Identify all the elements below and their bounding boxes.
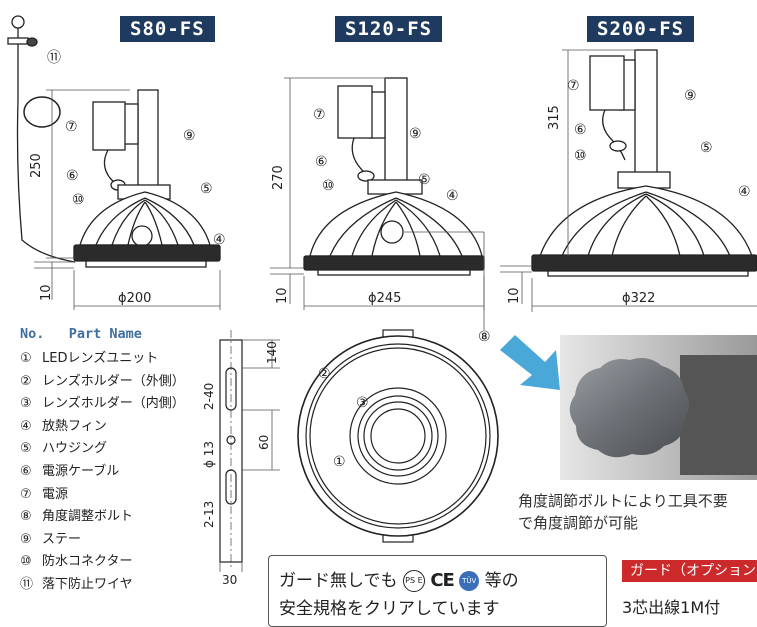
lamp-s200 <box>531 49 757 277</box>
tuv-mark-icon: TÜV <box>459 571 480 591</box>
model-badge-s200: S200-FS <box>587 16 695 42</box>
certification-post: 等の <box>484 571 519 591</box>
bracket-dim-width: 30 <box>222 573 237 587</box>
pse-mark-icon: PS E <box>402 570 425 592</box>
lamp-s80 <box>7 15 221 268</box>
callout-s200-4: ④ <box>738 184 751 200</box>
lamp-s120 <box>303 77 485 276</box>
callout-s80-9: ⑨ <box>183 128 196 144</box>
callout-top-2: ② <box>318 366 331 382</box>
callout-s200-10: ⑩ <box>574 148 587 164</box>
dims-s200 <box>500 49 757 312</box>
callout-s200-7: ⑦ <box>567 78 580 94</box>
callout-s120-7: ⑦ <box>313 107 326 123</box>
callout-s80-7: ⑦ <box>65 119 78 135</box>
dim-s200-base: 10 <box>507 287 522 304</box>
bracket-drawing <box>219 330 243 568</box>
certification-pre: ガード無しでも <box>279 571 398 591</box>
bracket-dims <box>219 339 280 572</box>
dim-s200-height: 315 <box>547 105 562 130</box>
callout-s80-10: ⑩ <box>72 192 85 208</box>
dims-s120 <box>270 77 485 330</box>
certification-line2: 安全規格をクリアしています <box>279 599 500 619</box>
callout-s200-5: ⑤ <box>700 140 713 156</box>
bracket-dim-top: 140 <box>265 341 279 364</box>
knob-photo-bolt-icon <box>569 358 689 458</box>
dim-s120-height: 270 <box>271 165 286 190</box>
bracket-dim-slot-top: 2-40 <box>202 383 216 410</box>
callout-s200-9: ⑨ <box>684 88 697 104</box>
parts-header-no: No. <box>20 326 45 342</box>
callout-s80-11: ⑪ <box>47 50 61 66</box>
callout-s80-4: ④ <box>213 232 226 248</box>
callout-8: ⑧ <box>478 329 491 345</box>
model-badge-s120: S120-FS <box>335 16 443 42</box>
knob-caption-line2: で角度調節が可能 <box>518 514 639 532</box>
dim-s120-base: 10 <box>275 287 290 304</box>
guard-option-text: 3芯出線1M付 <box>622 598 721 617</box>
callout-s120-4: ④ <box>446 188 459 204</box>
dim-s80-height: 250 <box>29 153 44 178</box>
pointer-arrow-icon <box>500 335 560 390</box>
top-view <box>297 329 499 543</box>
callout-top-1: ① <box>333 454 346 470</box>
callout-s80-5: ⑤ <box>200 181 213 197</box>
callout-s120-9: ⑨ <box>409 126 422 142</box>
dim-s80-diameter: ϕ200 <box>118 291 151 306</box>
wire-ring <box>11 15 25 29</box>
bracket-dim-diameter: ϕ 13 <box>202 441 216 468</box>
bracket-dim-slot-bottom: 2-13 <box>202 501 216 528</box>
callout-top-3: ③ <box>356 395 369 411</box>
callout-s200-6: ⑥ <box>574 122 587 138</box>
callout-s120-10: ⑩ <box>322 178 335 194</box>
knob-caption-line1: 角度調節ボルトにより工具不要 <box>518 492 728 510</box>
guard-option-tag: ガード（オプション） <box>622 560 757 582</box>
dim-s80-base: 10 <box>39 284 54 301</box>
parts-list-header: No. Part Name <box>20 326 210 348</box>
dims-s80 <box>34 89 221 310</box>
model-badge-s80: S80-FS <box>120 16 215 42</box>
dim-s120-diameter: ϕ245 <box>368 291 401 306</box>
certification-box: ガード無しでも PS E CE TÜV 等の 安全規格をクリアしています <box>268 555 607 627</box>
dim-s200-diameter: ϕ322 <box>622 291 655 306</box>
ce-mark-icon: CE <box>430 570 454 591</box>
callout-s120-6: ⑥ <box>315 154 328 170</box>
callout-s120-5: ⑤ <box>418 172 431 188</box>
certification-line1: ガード無しでも PS E CE TÜV 等の <box>279 566 519 592</box>
bracket-dim-pitch: 60 <box>257 435 271 450</box>
callout-s80-6: ⑥ <box>66 168 79 184</box>
knob-caption: 角度調節ボルトにより工具不要 で角度調節が可能 <box>518 490 757 534</box>
parts-header-name: Part Name <box>68 326 142 342</box>
